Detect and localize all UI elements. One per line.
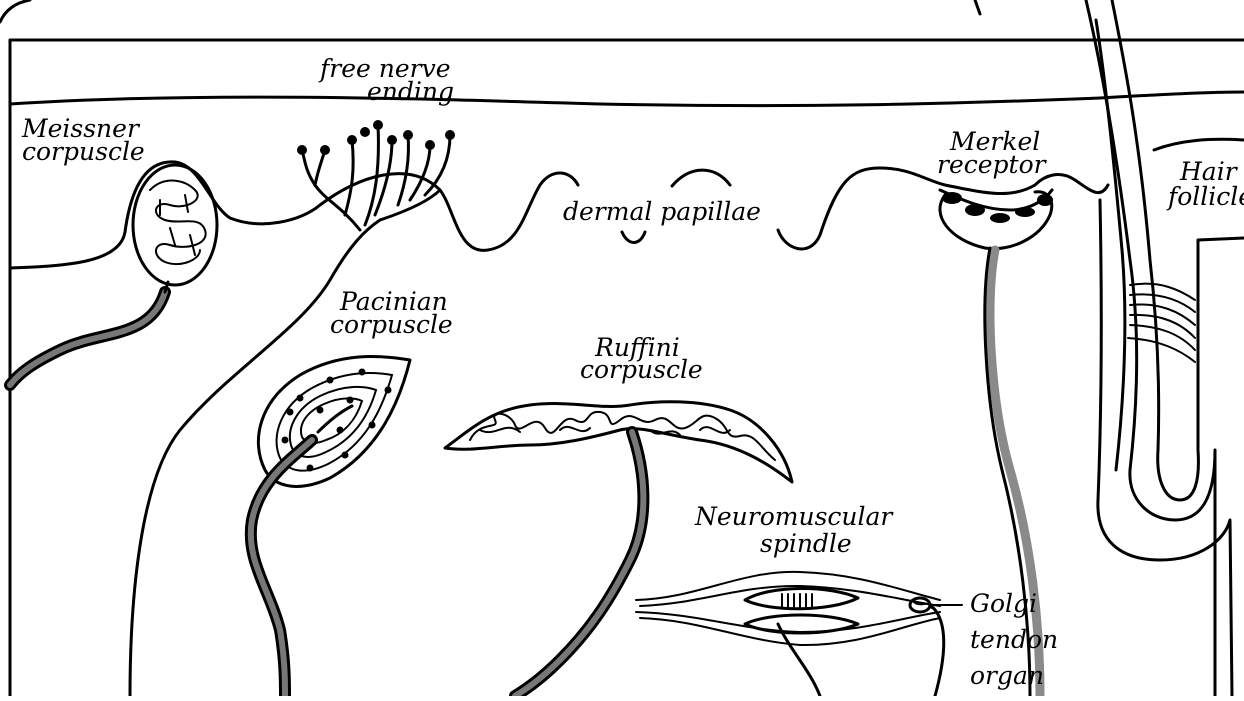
ruffini-corpuscle [445,402,792,696]
label-meissner-line2: corpuscle [22,137,145,166]
meissner-corpuscle [10,165,217,385]
label-golgi-line2: tendon [970,625,1058,654]
pacinian-corpuscle [251,356,410,696]
label-ruffini-line2: corpuscle [580,355,703,384]
label-pacinian-line2: corpuscle [330,310,453,339]
label-spindle-line2: spindle [760,529,852,558]
frame-corner-mark [0,0,30,22]
label-merkel-line2: receptor [937,150,1048,179]
epidermis-surface [10,92,1244,106]
label-free-nerve-line2: ending [367,77,454,106]
frame-top-mark [975,0,980,14]
label-spindle-line1: Neuromuscular [694,502,894,531]
hair-follicle [1086,0,1244,696]
label-golgi-line3: organ [970,661,1044,690]
label-golgi-line1: Golgi [970,589,1037,618]
merkel-receptor [940,190,1053,696]
label-hair-line2: follicle [1166,182,1244,211]
label-dermal-papillae: dermal papillae [563,197,761,226]
neuromuscular-spindle [636,572,944,696]
